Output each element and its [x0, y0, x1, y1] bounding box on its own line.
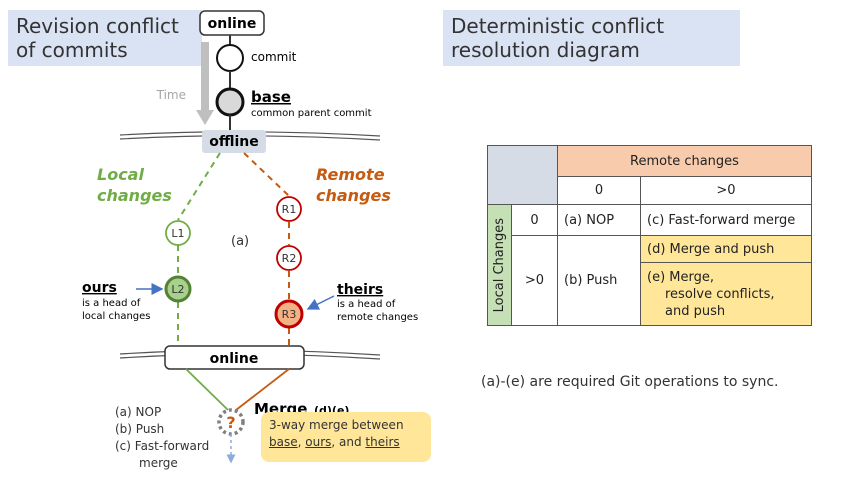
right-title-line-2: resolution diagram: [451, 38, 640, 62]
merge-description-box: 3-way merge between base, ours, and thei…: [261, 412, 431, 462]
ours-sub-2: local changes: [82, 311, 151, 322]
online-bottom-label: online: [210, 351, 259, 367]
merge-desc-sep-1: ,: [297, 435, 306, 449]
remote-changes-line-1: Remote: [316, 165, 385, 184]
table-row: 0 >0: [488, 176, 812, 205]
local-changes-header: Local Changes: [487, 204, 512, 326]
local-changes-line-2: changes: [97, 186, 172, 205]
ours-sub-1: is a head of: [82, 298, 141, 309]
cell-e: (e) Merge, resolve conflicts, and push: [640, 262, 812, 326]
theirs-label: theirs: [337, 282, 383, 298]
commit-label: commit: [251, 50, 297, 64]
theirs-sub-1: is a head of: [337, 299, 396, 310]
commit-node: [216, 44, 244, 72]
r1-label: R1: [282, 203, 297, 216]
r2-node: [276, 245, 302, 271]
cell-c: (c) Fast-forward merge: [640, 204, 812, 236]
case-a-label: (a): [231, 234, 249, 249]
base-sublabel: common parent commit: [251, 108, 372, 119]
local-changes-header-text: Local Changes: [492, 217, 507, 313]
footnote: (a)-(e) are required Git operations to s…: [481, 374, 779, 390]
local-changes-line-1: Local: [97, 165, 144, 184]
cell-a: (a) NOP: [557, 204, 641, 236]
local-pos-header: >0: [511, 235, 558, 326]
online-bottom-box: online: [164, 345, 305, 370]
theirs-arrow: [306, 295, 335, 310]
right-title-line-1: Deterministic conflict: [451, 14, 665, 38]
r3-label: R3: [282, 308, 297, 321]
time-arrow-head: [196, 110, 214, 125]
remote-changes-header: Remote changes: [557, 145, 812, 177]
time-arrow-shaft: [201, 42, 209, 110]
table-corner: [487, 145, 558, 205]
op-c: (c) Fast-forward: [115, 439, 209, 453]
merge-desc-ours: ours: [305, 435, 332, 449]
op-a: (a) NOP: [115, 405, 161, 419]
cell-b: (b) Push: [557, 235, 641, 326]
l2-label: L2: [171, 283, 184, 296]
remote-pos-header: >0: [640, 176, 812, 205]
r3-node: [274, 299, 304, 329]
l2-node: [164, 275, 192, 303]
left-title-line-1: Revision conflict: [16, 14, 179, 38]
remote-branch-edge-1: [243, 152, 290, 197]
theirs-sub-2: remote changes: [337, 312, 418, 323]
merge-desc-base: base: [269, 435, 298, 449]
remote-changes-line-2: changes: [316, 186, 391, 205]
table-row: Local Changes 0 (a) NOP (c) Fast-forward…: [487, 204, 812, 326]
offline-label: offline: [209, 134, 259, 150]
cell-d: (d) Merge and push: [640, 235, 812, 263]
offline-box: offline: [202, 130, 266, 153]
left-title-line-2: of commits: [16, 38, 128, 62]
right-title: Deterministic conflict resolution diagra…: [443, 10, 740, 66]
base-label: base: [251, 88, 291, 106]
table-row: Remote changes: [487, 145, 812, 205]
l1-node: [165, 220, 191, 246]
local-zero-header: 0: [511, 204, 558, 236]
r1-node: [276, 196, 302, 222]
online-top-box: online: [199, 10, 265, 36]
merge-desc-theirs: theirs: [365, 435, 400, 449]
remote-zero-header: 0: [557, 176, 641, 205]
local-branch-edge-1: [177, 152, 221, 221]
merge-desc-sep-2: , and: [331, 435, 366, 449]
base-node: [215, 87, 245, 117]
left-title: Revision conflict of commits: [8, 10, 202, 66]
l1-label: L1: [171, 227, 184, 240]
op-c-cont: merge: [139, 456, 178, 470]
op-b: (b) Push: [115, 422, 164, 436]
table-row: >0 (b) Push (d) Merge and push: [488, 235, 812, 326]
r2-label: R2: [282, 252, 297, 265]
revision-graph: online commit base common parent commit …: [82, 10, 418, 470]
merge-desc-line-1: 3-way merge between: [269, 418, 404, 432]
cell-e-line-3: and push: [665, 303, 726, 319]
resolution-table: Remote changes 0 >0 Local Changes 0 (a) …: [487, 145, 812, 326]
merge-edge-remote: [235, 368, 290, 411]
merge-node-label: ?: [226, 413, 235, 432]
cell-e-line-2: resolve conflicts,: [665, 286, 775, 302]
merge-edge-local: [185, 368, 229, 411]
online-top-label: online: [208, 16, 257, 32]
ours-label: ours: [82, 280, 117, 296]
time-label: Time: [156, 88, 186, 102]
cell-e-line-1: (e) Merge,: [647, 269, 714, 285]
merge-desc-line-2: base, ours, and theirs: [269, 434, 423, 451]
